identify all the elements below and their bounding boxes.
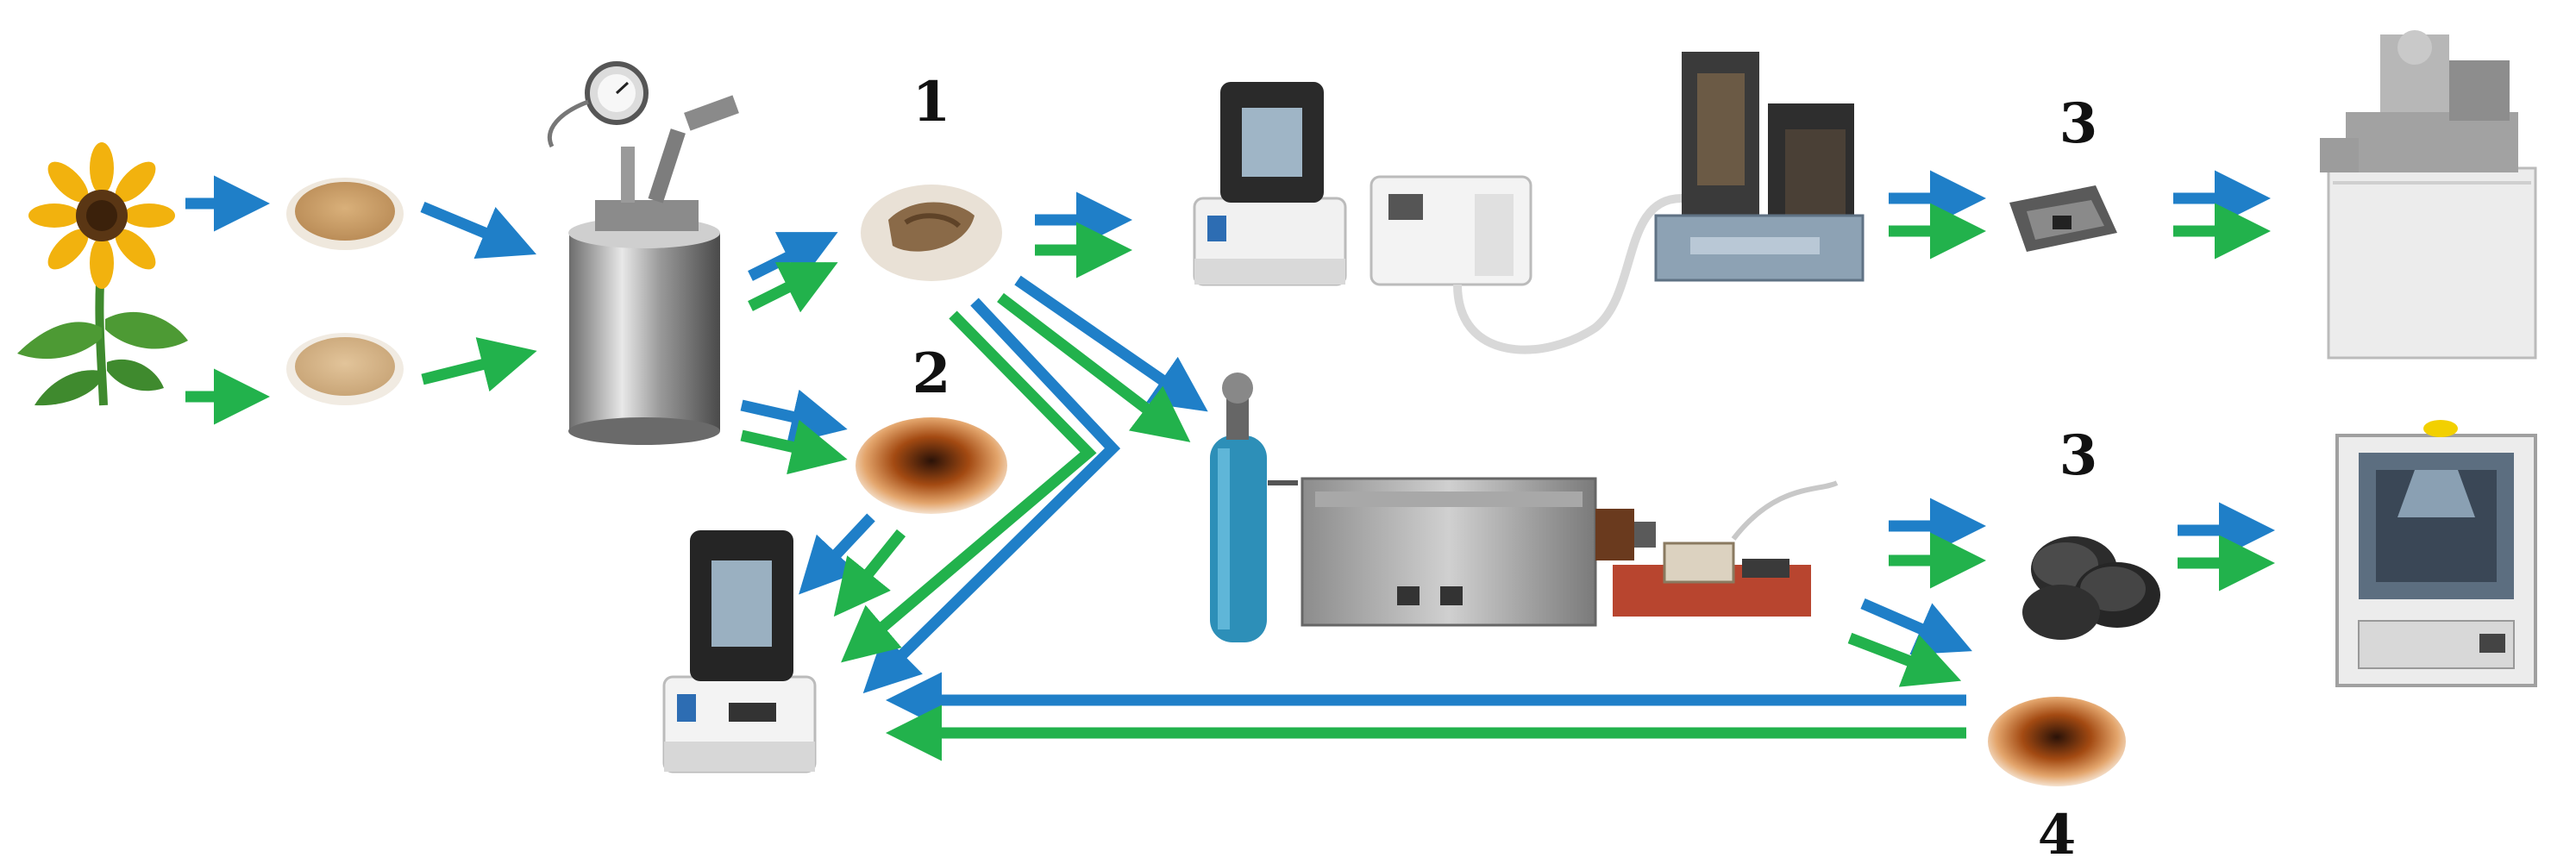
arrow-green-furnace-to-residue bbox=[1847, 632, 1962, 687]
arrow-blue-powder-to-reactor bbox=[420, 202, 536, 259]
arrow-green-solid-to-ftir-bottom bbox=[841, 310, 1097, 663]
arrow-blue-furnace-to-residue bbox=[1860, 598, 1972, 655]
ground-powder-dish-icon bbox=[286, 178, 404, 250]
arrow-green-solid-to-furnace bbox=[997, 292, 1191, 442]
arrow-blue-reactor-to-liquid bbox=[740, 389, 848, 445]
thermogravimetric-analyzer-icon bbox=[1654, 52, 1865, 282]
solid-product-dish-icon bbox=[861, 185, 1002, 281]
arrow-green-liquid-to-ftir-bottom bbox=[833, 529, 906, 617]
arrow-blue-solid-to-ftir-bottom bbox=[862, 297, 1121, 694]
step-label-4: 4 bbox=[2038, 803, 2077, 864]
x-ray-diffractometer-icon bbox=[2335, 420, 2537, 687]
arrow-blue-solid-to-furnace bbox=[1014, 275, 1208, 412]
hydrothermal-reactor-icon bbox=[547, 61, 739, 445]
pellet-samples-icon bbox=[2022, 536, 2160, 640]
step-label-3-top: 3 bbox=[2059, 91, 2098, 156]
step-label-2: 2 bbox=[912, 341, 951, 406]
arrow-green-powder-to-reactor bbox=[421, 337, 537, 392]
flow-arrows bbox=[185, 170, 2275, 761]
instrument-cable bbox=[1453, 194, 1683, 354]
ftir-spectrometer-icon bbox=[662, 530, 817, 773]
step-label-1: 1 bbox=[912, 70, 951, 135]
arrow-blue-reactor-to-solid bbox=[748, 232, 838, 283]
step-label-3-bottom: 3 bbox=[2059, 423, 2098, 488]
sunflower-plant-icon bbox=[17, 142, 188, 406]
arrow-green-reactor-to-solid bbox=[748, 262, 838, 313]
liquid-residue-dish-icon bbox=[1988, 697, 2126, 786]
scanning-electron-microscope-icon bbox=[2320, 30, 2537, 360]
sieved-powder-dish-icon bbox=[286, 333, 404, 405]
arrow-green-reactor-to-liquid bbox=[740, 419, 848, 475]
liquid-product-dish-icon bbox=[856, 417, 1007, 514]
nitrogen-gas-cylinder-icon bbox=[1210, 373, 1298, 642]
sample-holder-icon bbox=[2009, 185, 2117, 252]
tube-furnace-icon bbox=[1301, 477, 1839, 627]
ftir-spectrometer-icon bbox=[1193, 82, 1532, 286]
arrow-blue-liquid-to-ftir-bottom bbox=[799, 513, 875, 595]
